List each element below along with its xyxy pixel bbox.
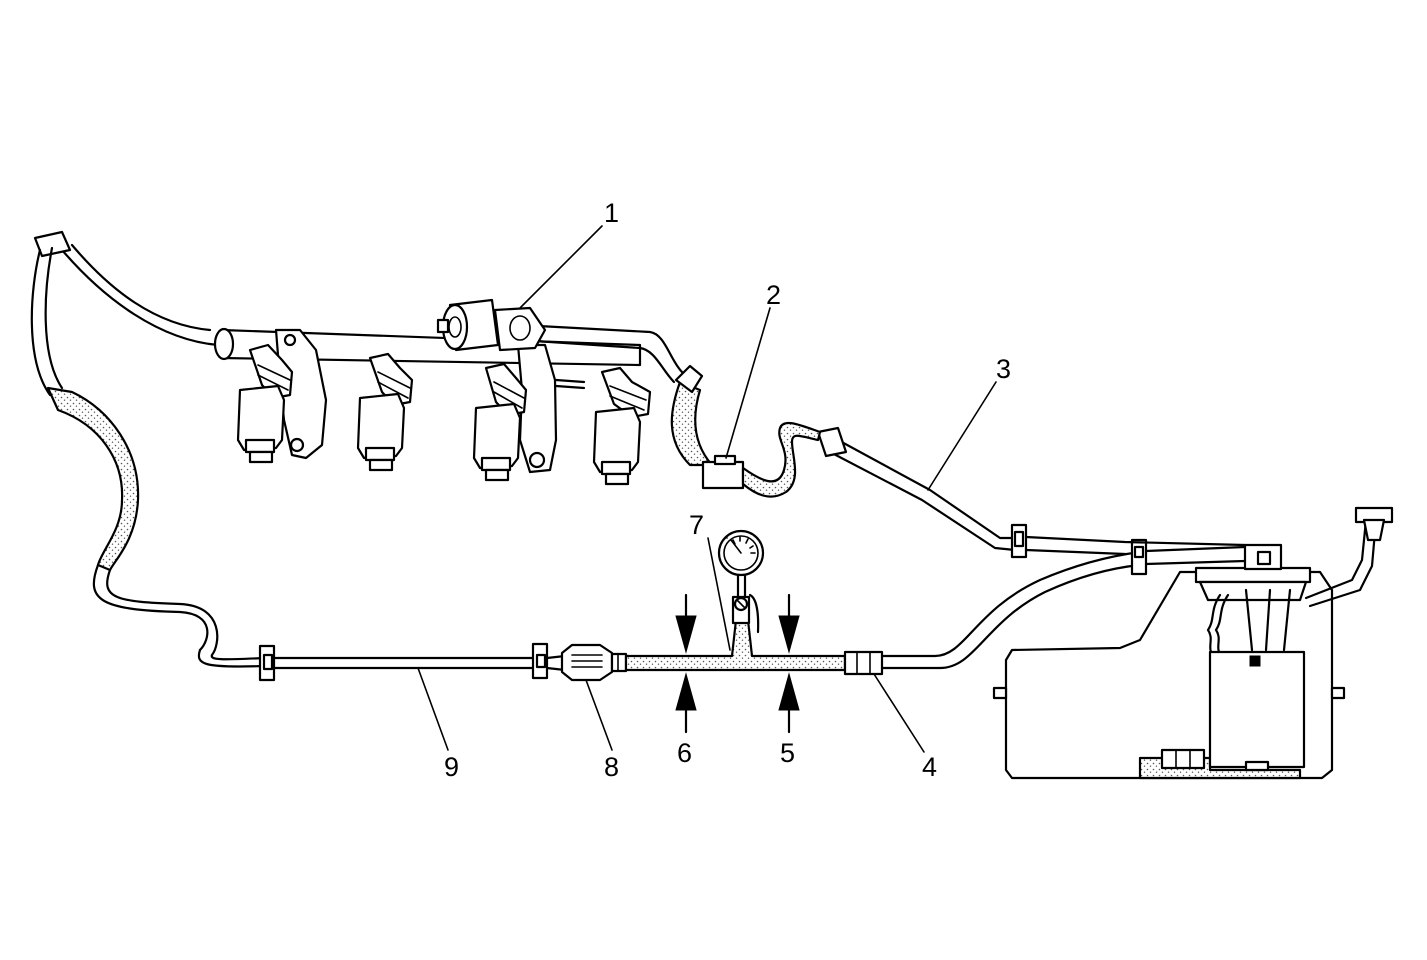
injector-2 (356, 352, 414, 472)
return-hose-left (30, 230, 267, 668)
callout-5: 5 (780, 738, 795, 768)
callout-4: 4 (922, 752, 937, 782)
callout-labels: 1 2 3 4 5 6 7 8 9 (444, 198, 1011, 782)
fuel-pump-module (1194, 506, 1394, 772)
callout-2: 2 (766, 280, 781, 310)
injector-1 (236, 343, 294, 464)
return-line (816, 426, 1247, 559)
callout-6: 6 (677, 738, 692, 768)
callout-7: 7 (689, 510, 704, 540)
fuel-filter (560, 643, 628, 682)
injector-4 (592, 366, 652, 486)
callout-9: 9 (444, 752, 459, 782)
quick-connector (843, 538, 1247, 676)
flex-hose (670, 364, 822, 498)
gauge-tee (624, 529, 847, 672)
feed-line (258, 642, 567, 682)
pressure-regulator (436, 298, 547, 352)
clamp-arrows (675, 593, 800, 734)
leader-lines (417, 225, 997, 753)
callout-1: 1 (604, 198, 619, 228)
callout-3: 3 (996, 354, 1011, 384)
injector-3 (472, 362, 528, 482)
fuel-rail (213, 323, 684, 474)
callout-8: 8 (604, 752, 619, 782)
